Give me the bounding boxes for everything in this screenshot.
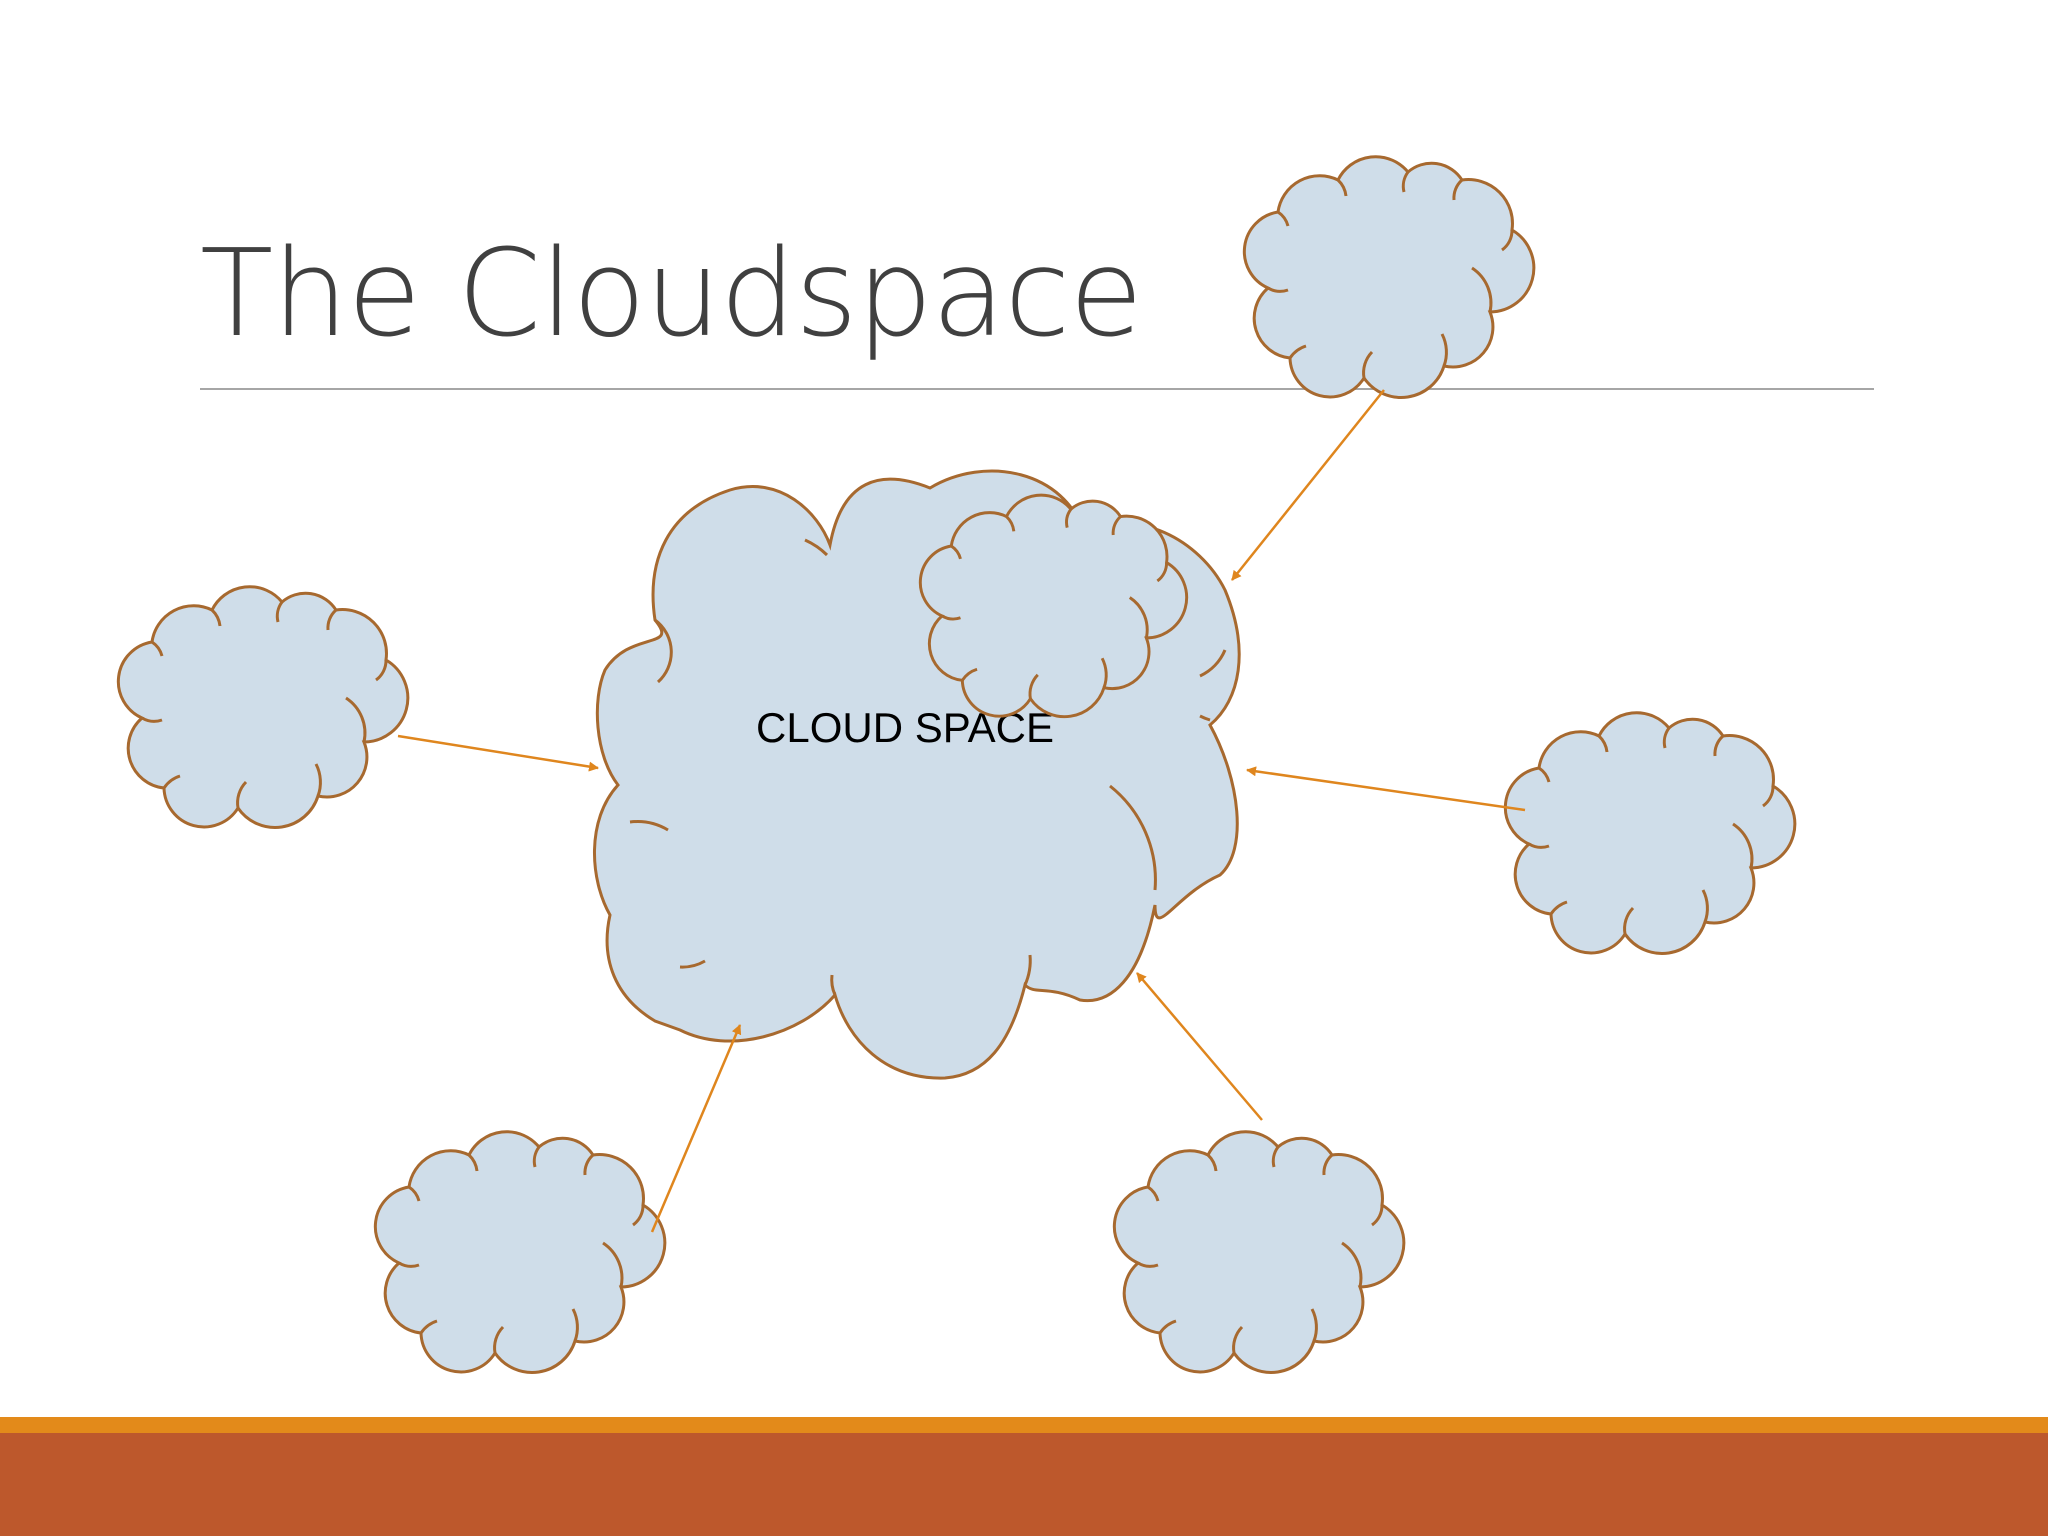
arrow-bottom-right-to-center (1136, 972, 1263, 1121)
slide-title: The Cloudspace (200, 225, 1143, 364)
arrow-top-right-to-center (1231, 389, 1385, 581)
arrow-bottom-left-to-center (650, 1024, 742, 1233)
cloud-bottom-right (1112, 1130, 1406, 1374)
footer-bar (0, 1433, 2048, 1536)
cloud-left (116, 585, 410, 829)
cloud-top-right (1242, 155, 1536, 399)
arrow-left-to-center (397, 734, 599, 772)
title-divider (200, 388, 1874, 390)
cloud-right (1503, 711, 1797, 955)
footer-accent-line (0, 1417, 2048, 1433)
arrow-right-to-center (1246, 766, 1526, 812)
cloud-bottom-left (373, 1130, 667, 1374)
